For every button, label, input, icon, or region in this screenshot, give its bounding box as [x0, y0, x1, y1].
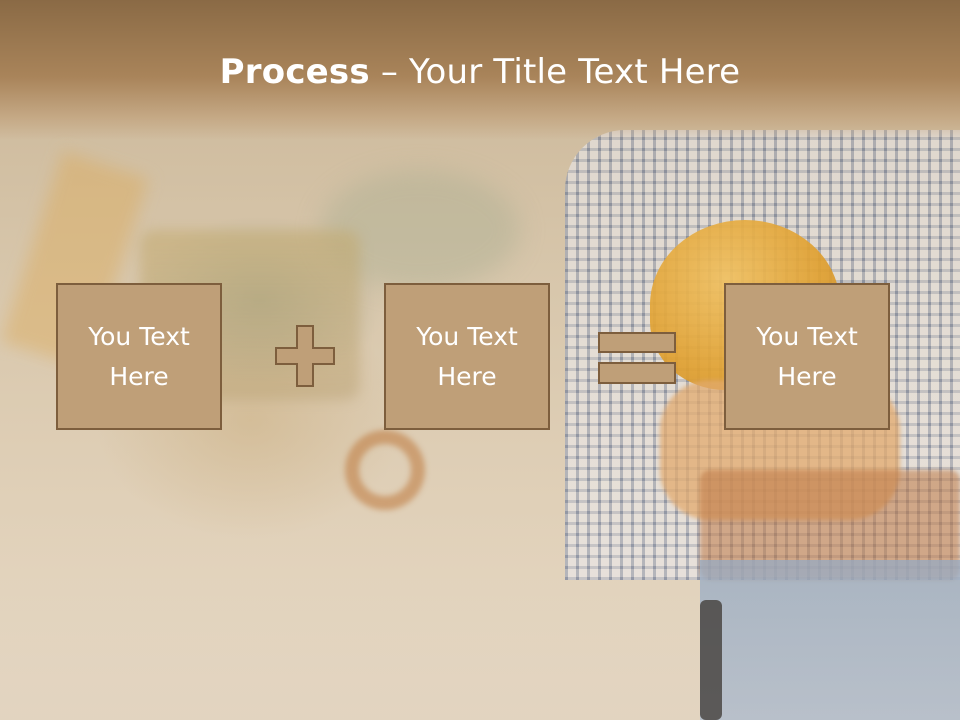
title-bold: Process	[219, 52, 370, 92]
plus-icon	[275, 325, 335, 387]
title-bar	[0, 0, 960, 140]
process-box-2[interactable]: You Text Here	[384, 283, 550, 430]
title-rest: Your Title Text Here	[409, 52, 741, 92]
background-photo-wheel	[345, 430, 425, 510]
process-box-1[interactable]: You Text Here	[56, 283, 222, 430]
background-photo-jeans	[700, 560, 960, 720]
equals-icon	[598, 332, 676, 384]
title-separator: –	[369, 52, 410, 92]
background-photo-tool	[700, 600, 722, 720]
process-box-3[interactable]: You Text Here	[724, 283, 890, 430]
slide-title[interactable]: Process – Your Title Text Here	[0, 52, 960, 92]
